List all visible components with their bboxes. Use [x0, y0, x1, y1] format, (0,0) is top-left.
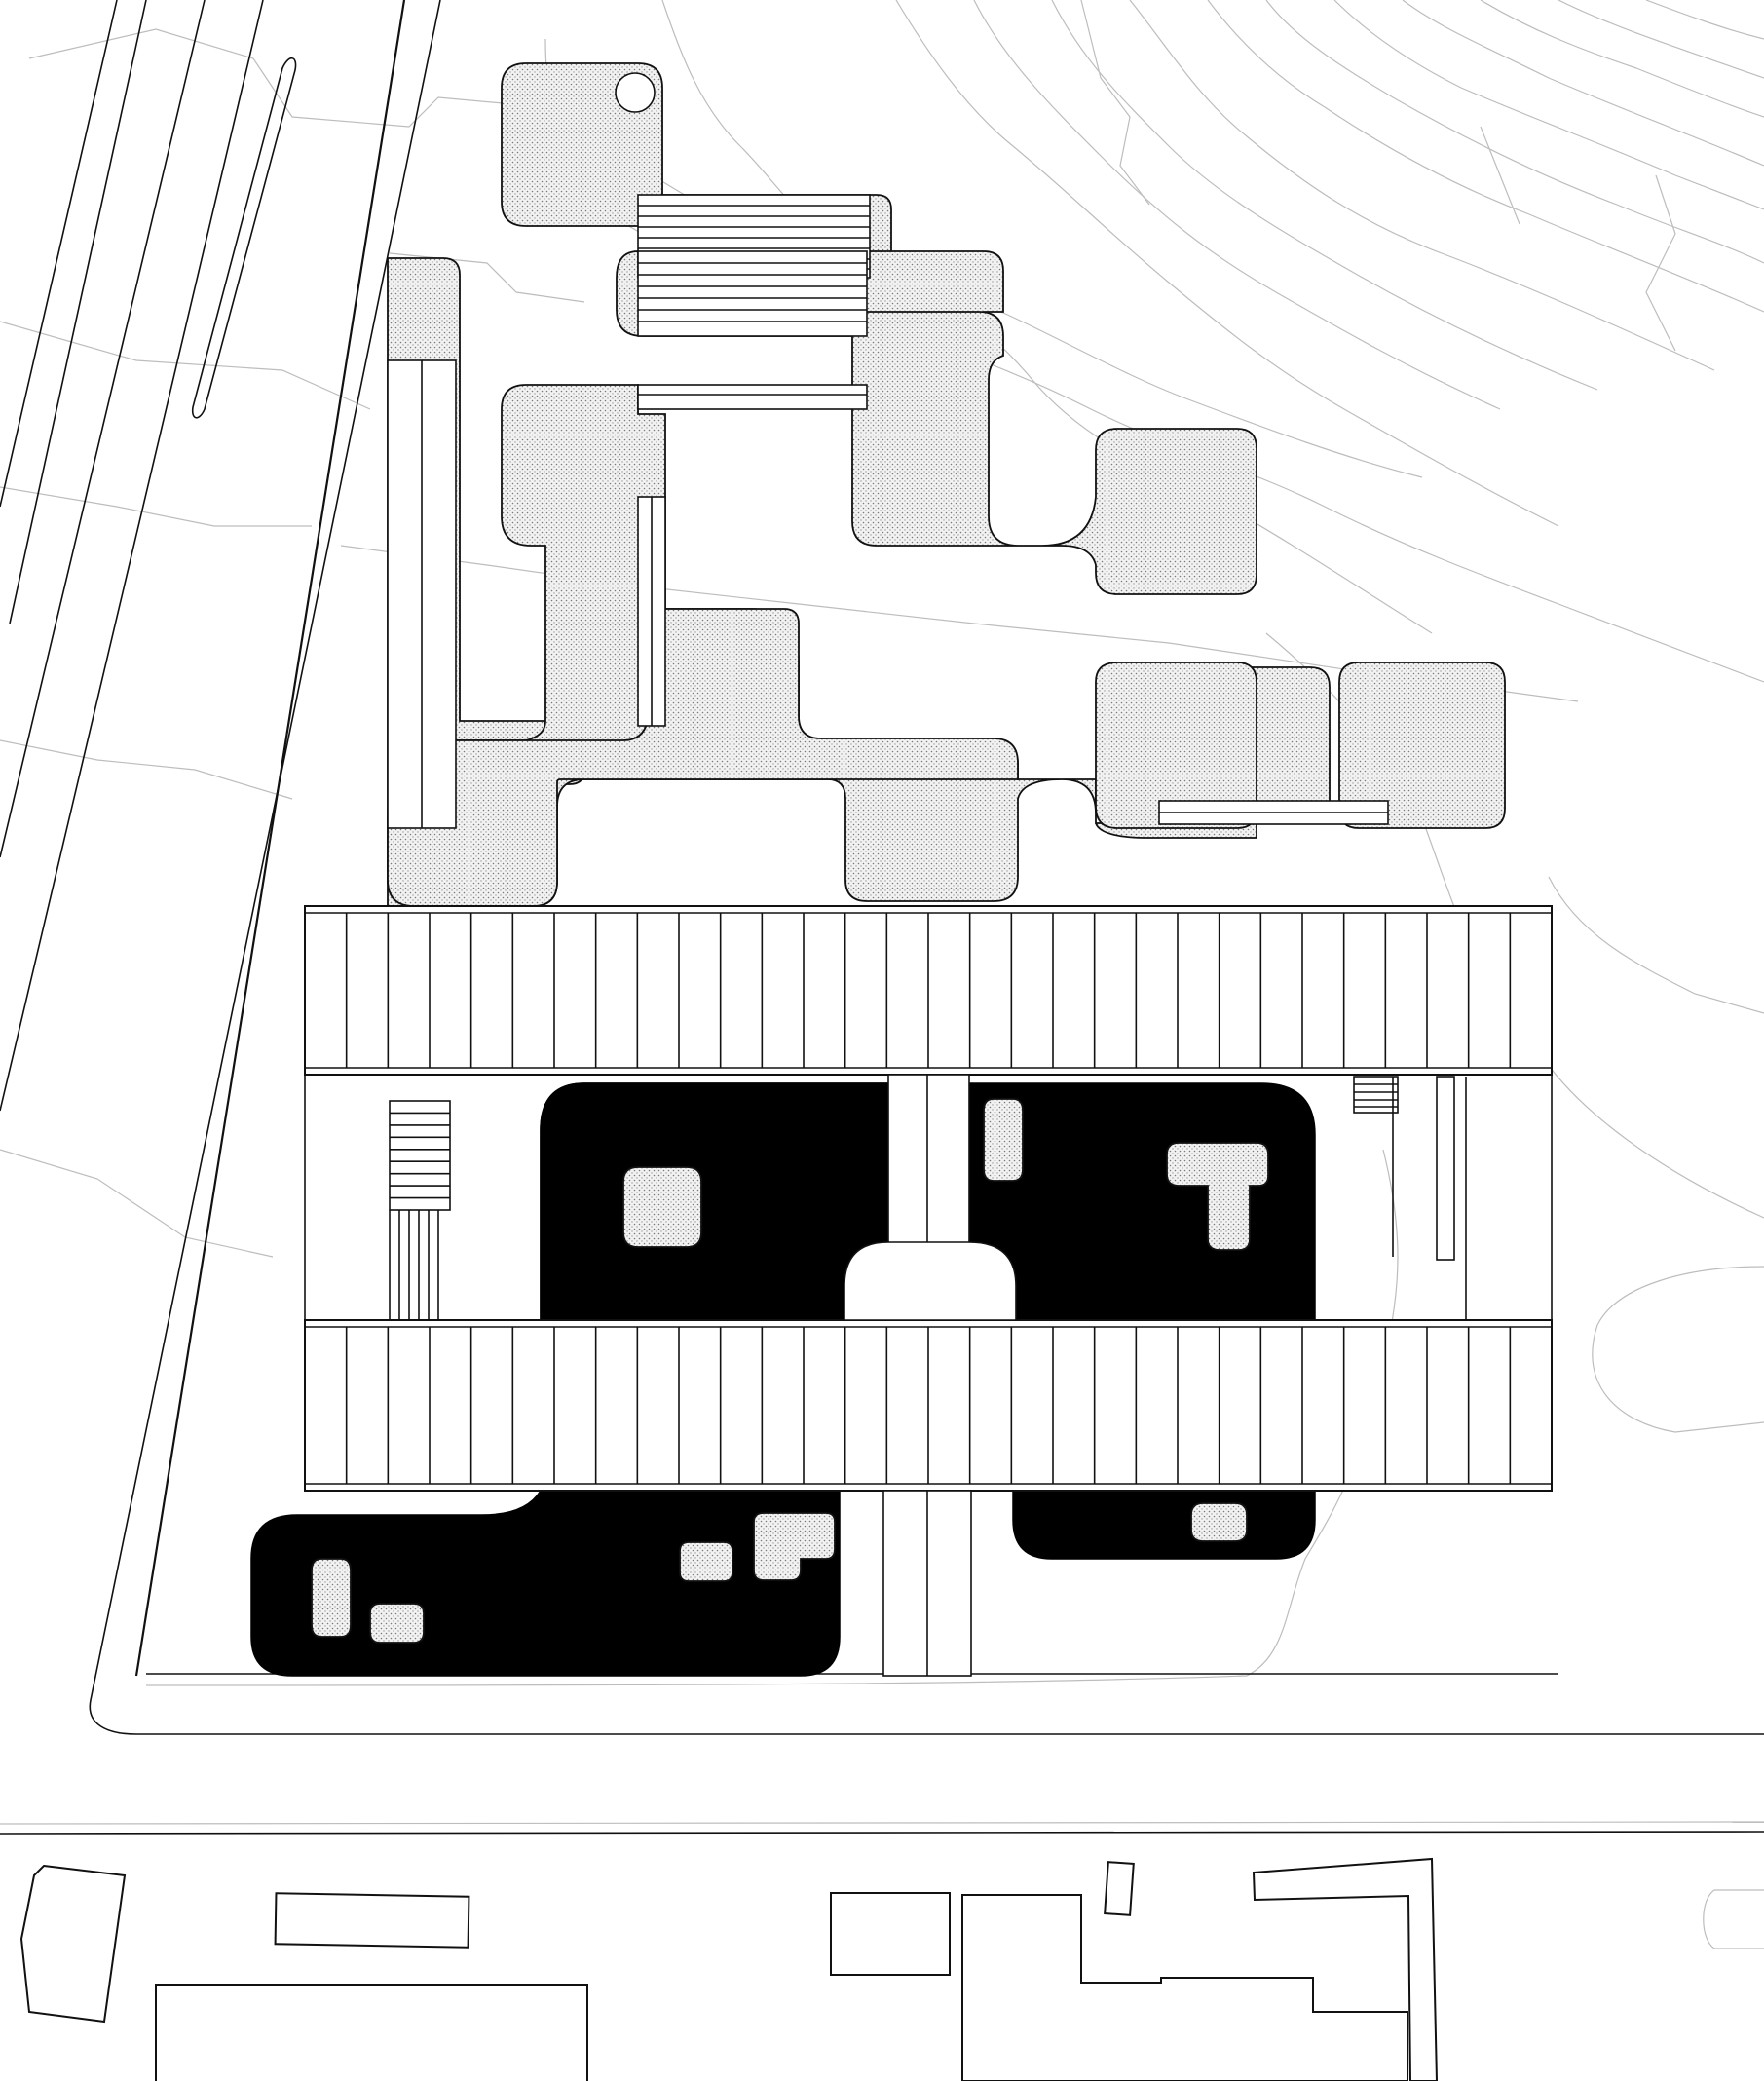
- stair-left-treads: [390, 1112, 450, 1199]
- stair-second-treads: [638, 262, 867, 322]
- existing-building-3: [155, 1984, 588, 2081]
- planting-islands: [311, 1098, 1269, 1644]
- bar-north-panels: [345, 913, 1512, 1068]
- existing-building-2: [274, 1892, 470, 1949]
- corridor-arch: [844, 1241, 1017, 1321]
- stair-left: [389, 1100, 451, 1211]
- existing-building-6: [1104, 1861, 1135, 1916]
- island-south-a: [311, 1558, 352, 1638]
- tree-circle: [615, 72, 656, 113]
- island-t-shape: [1166, 1142, 1269, 1251]
- existing-building-7: [1252, 1857, 1439, 2081]
- existing-building-1: [19, 1864, 127, 2024]
- stair-runs: [387, 194, 1389, 829]
- island-south-b: [369, 1603, 425, 1644]
- existing-building-4: [830, 1892, 951, 1976]
- ramp-right: [1436, 1076, 1455, 1261]
- ramp-long: [637, 384, 868, 410]
- upper-terraces: [387, 62, 1506, 907]
- court-south-right: [1012, 1490, 1316, 1560]
- island-south-right: [1190, 1502, 1248, 1542]
- island-south-l: [753, 1512, 836, 1581]
- court-north-left-body: [540, 1082, 889, 1321]
- existing-building-5: [961, 1894, 1408, 2081]
- island-oval: [983, 1098, 1024, 1182]
- terrace-lower-right-a: [1095, 662, 1257, 829]
- bar-south-panels: [345, 1327, 1512, 1484]
- island-square: [622, 1166, 702, 1248]
- existing-buildings: [19, 1857, 1439, 2081]
- stair-second: [637, 250, 868, 337]
- terrace-right-arm: [851, 311, 1257, 595]
- building-bars: [304, 905, 1553, 1677]
- dark-courtyards: [250, 1082, 1316, 1677]
- island-south-c: [679, 1541, 733, 1582]
- road-edges: [0, 0, 1764, 1835]
- terrace-lower-right-b: [1338, 662, 1506, 829]
